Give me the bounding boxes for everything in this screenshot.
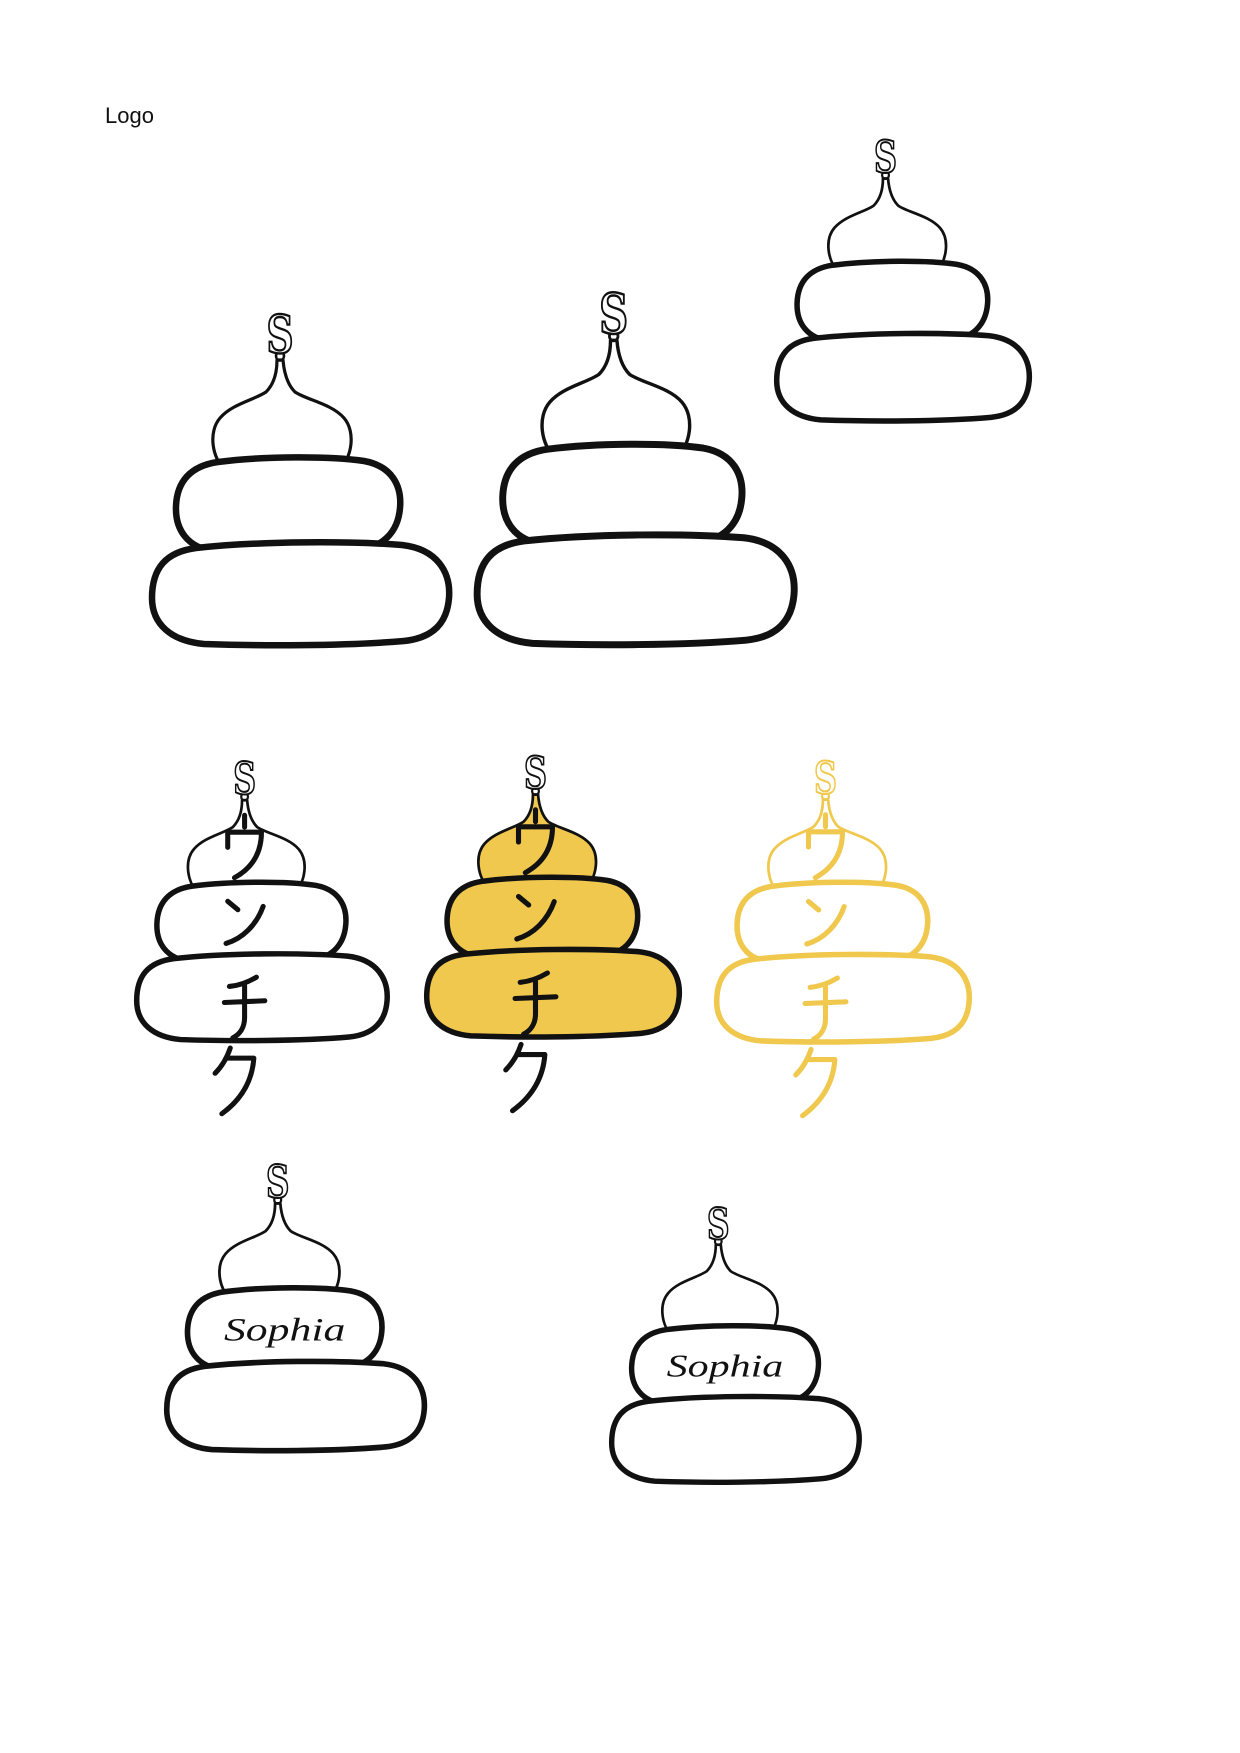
logo-tip-loop — [713, 1236, 723, 1247]
katakana-char-4 — [212, 1045, 257, 1117]
logo-signature-text: Sophia — [224, 1312, 345, 1348]
logo-bottom-tier — [473, 531, 798, 649]
logo-katakana — [793, 812, 849, 1119]
logo-bottom-tier — [163, 1358, 428, 1454]
logo-middle-tier — [172, 454, 404, 557]
logo-sketch: S — [713, 753, 972, 1119]
logo-s-mark: S — [874, 132, 897, 184]
katakana-char-1 — [515, 807, 556, 876]
katakana-char-2 — [223, 898, 266, 946]
logo-middle-tier — [444, 874, 641, 962]
logo-tip-loop — [880, 170, 891, 181]
logo-bottom-tier — [133, 951, 390, 1044]
logo-s-mark: S — [233, 754, 256, 806]
logo-s-mark: S — [814, 753, 837, 805]
logo-sketch: S — [773, 132, 1032, 424]
logo-bottom-tier — [773, 330, 1032, 424]
logo-top-mound — [661, 1243, 779, 1338]
logo-katakana — [503, 807, 559, 1114]
katakana-char-1 — [225, 812, 264, 881]
page-title: Logo — [105, 103, 154, 128]
katakana-char-4 — [503, 1041, 548, 1114]
logo-middle-tier — [499, 440, 746, 550]
katakana-char-3 — [802, 975, 849, 1042]
logo-top-mound — [218, 1201, 341, 1301]
logo-s-mark: S — [707, 1199, 730, 1249]
logo-top-mound — [827, 177, 948, 274]
katakana-char-4 — [793, 1046, 838, 1119]
katakana-char-1 — [805, 812, 846, 881]
logo-bottom-tier — [148, 539, 453, 649]
logo-sketch: S Sophia — [163, 1155, 428, 1454]
logo-tip-loop — [608, 329, 620, 343]
logo-s-mark: S — [599, 282, 628, 346]
katakana-char-3 — [221, 974, 268, 1041]
katakana-char-3 — [512, 970, 559, 1037]
katakana-char-2 — [514, 893, 557, 942]
logo-tip-loop — [530, 786, 541, 797]
logo-bottom-tier — [608, 1393, 862, 1485]
logo-s-mark: S — [524, 748, 547, 800]
logo-sketch: S — [148, 303, 453, 649]
logo-middle-tier — [734, 879, 931, 967]
logo-bottom-tier — [423, 946, 682, 1040]
logo-tip-loop — [274, 350, 286, 362]
logo-katakana — [212, 812, 268, 1117]
logo-top-mound — [540, 338, 692, 460]
logo-sketch: S — [133, 753, 390, 1117]
katakana-char-2 — [804, 898, 847, 947]
logo-top-mound — [211, 358, 353, 472]
logo-middle-tier — [154, 879, 349, 966]
logo-signature-text: Sophia — [667, 1348, 784, 1383]
logo-s-mark: S — [266, 1156, 289, 1209]
logo-sketch: S Sophia — [608, 1198, 862, 1485]
logo-sketch: S — [423, 748, 682, 1114]
logo-middle-tier — [794, 258, 991, 346]
logo-bottom-tier — [713, 951, 972, 1045]
logo-tip-loop — [820, 791, 831, 802]
logo-tip-loop — [273, 1194, 283, 1205]
logo-sketch: S — [473, 281, 798, 649]
logo-s-mark: S — [266, 304, 293, 366]
logo-tip-loop — [240, 791, 250, 802]
